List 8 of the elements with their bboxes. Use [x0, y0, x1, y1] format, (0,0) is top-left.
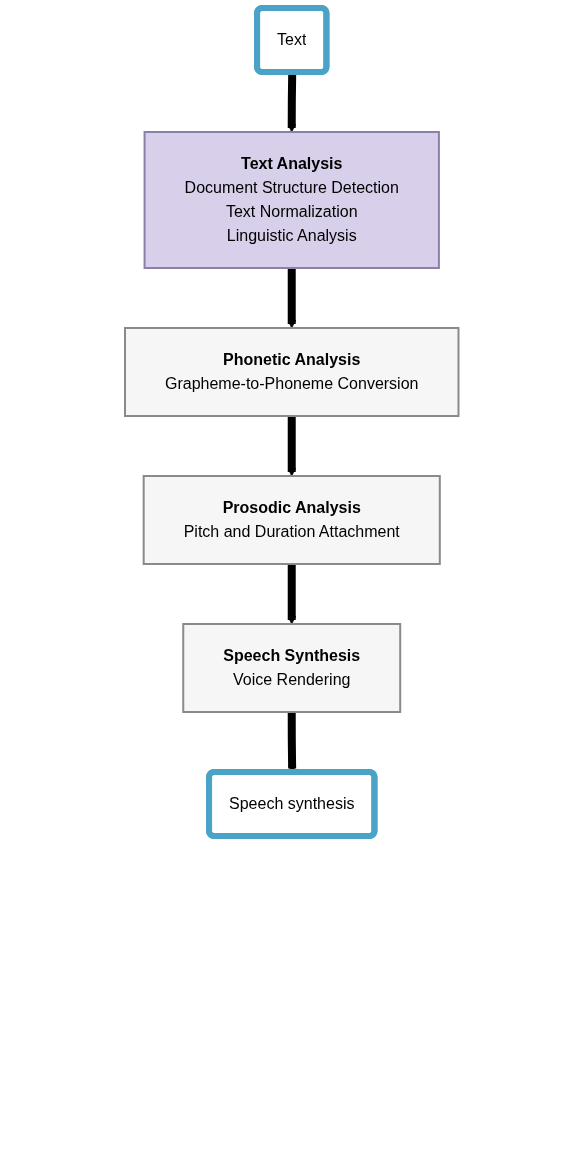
node-box: Speech Synthesis Voice Rendering	[182, 623, 402, 713]
node-box: Prosodic Analysis Pitch and Duration Attachment	[142, 475, 442, 565]
arrow	[287, 268, 297, 329]
arrow	[287, 72, 297, 133]
arrow	[287, 564, 297, 625]
arrow	[287, 416, 297, 477]
node-box: Phonetic Analysis Grapheme-to-Phoneme Conversion	[124, 327, 460, 417]
node-box: Text Analysis Document Structure Detection Text Normalization Linguistic Analysis	[143, 131, 441, 269]
